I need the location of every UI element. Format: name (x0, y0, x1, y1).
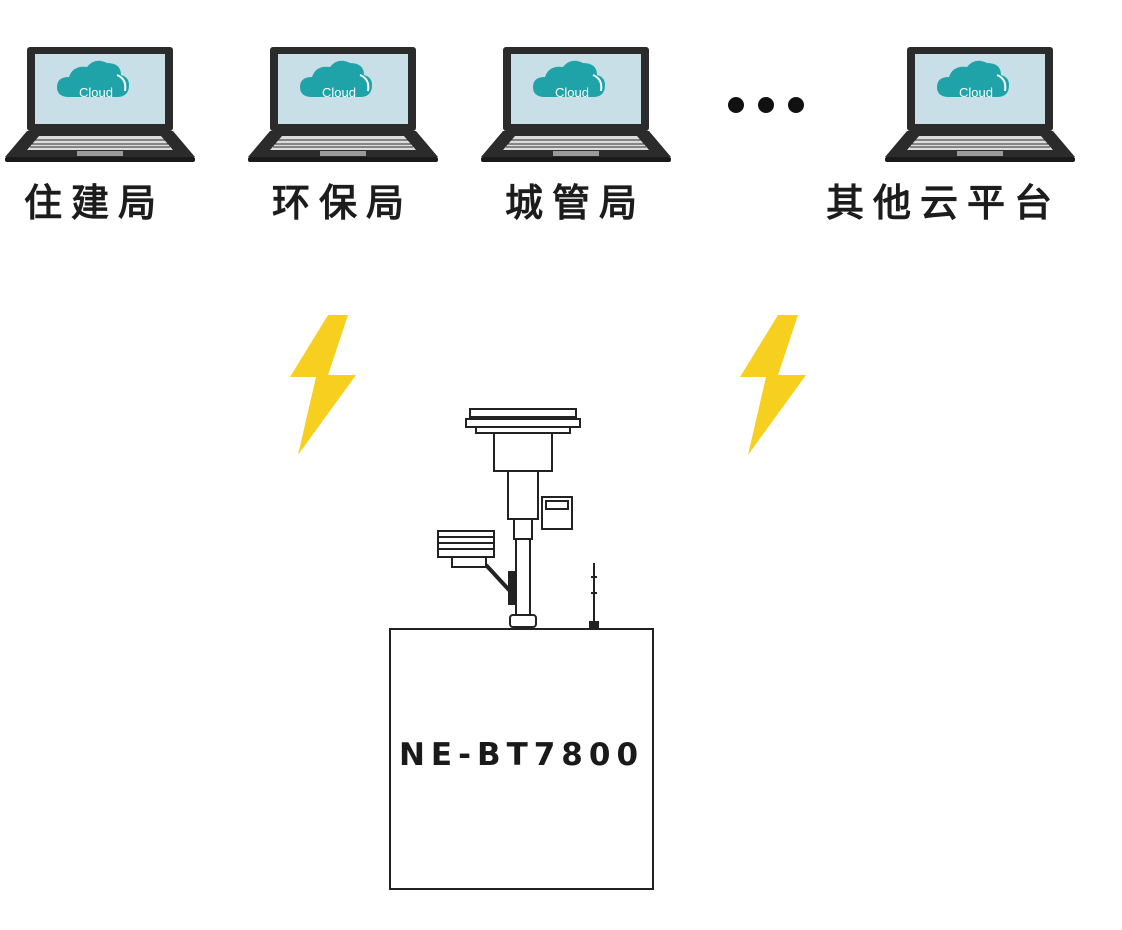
device-model-label: NE-BT7800 (398, 737, 645, 773)
laptop-zhujianju: Cloud (4, 45, 196, 165)
monitoring-station-icon (437, 408, 599, 629)
cloud-text: Cloud (555, 85, 589, 100)
platform-label-huanbaoju: 环保局 (272, 181, 414, 225)
lightning-bolt-icon (740, 315, 806, 455)
laptop-icon: Cloud (247, 46, 439, 163)
laptop-other-cloud: Cloud (884, 45, 1076, 165)
lightning-bolt-icon (290, 315, 356, 455)
laptop-icon: Cloud (884, 46, 1076, 163)
platform-label-zhujianju: 住建局 (24, 181, 166, 225)
device-cabinet: NE-BT7800 (389, 628, 654, 890)
laptop-chengguanju: Cloud (480, 45, 672, 165)
cloud-text: Cloud (959, 85, 993, 100)
cloud-text: Cloud (79, 85, 113, 100)
platform-label-other-cloud: 其他云平台 (826, 181, 1062, 225)
ellipsis-icon (728, 97, 804, 113)
cloud-text: Cloud (322, 85, 356, 100)
laptop-icon: Cloud (4, 46, 196, 163)
platform-label-chengguanju: 城管局 (505, 181, 647, 225)
laptop-icon: Cloud (480, 46, 672, 163)
laptop-huanbaoju: Cloud (247, 45, 439, 165)
